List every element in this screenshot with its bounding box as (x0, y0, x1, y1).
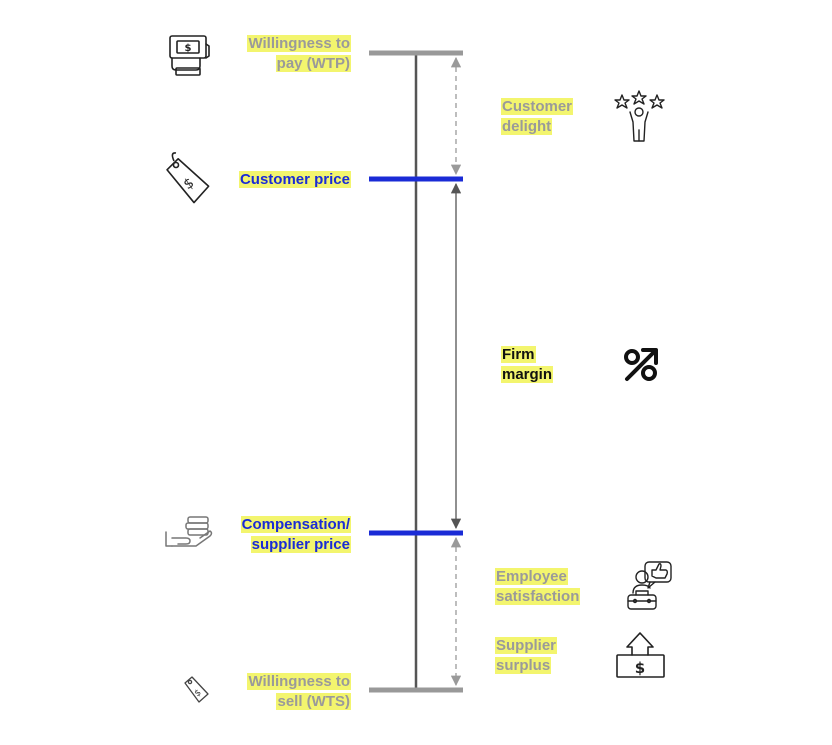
coins-in-hand-icon (165, 516, 213, 547)
customer-delight-label-line1: Customer (501, 98, 574, 115)
firm-margin-label-line2: margin (501, 366, 554, 383)
svg-text:$: $ (193, 688, 203, 699)
wtp-label-line2: pay (WTP) (275, 55, 351, 72)
supplier-surplus-label: Supplier surplus (495, 636, 558, 676)
small-price-tag-icon: $ (184, 676, 209, 703)
compensation-label-line2: supplier price (250, 536, 351, 553)
wtp-label-line1: Willingness to (247, 35, 351, 52)
svg-text:$: $ (635, 659, 645, 677)
cash-in-hand-icon: $ (169, 35, 210, 76)
compensation-label-line1: Compensation/ (240, 516, 351, 533)
employee-satisfaction-label: Employee satisfaction (495, 567, 581, 607)
employee-satisfaction-label-line2: satisfaction (495, 588, 581, 605)
customer-delight-label-line2: delight (501, 118, 553, 135)
wts-label-line1: Willingness to (247, 673, 351, 690)
firm-margin-label: Firm margin (501, 345, 554, 385)
wtp-label: Willingness to pay (WTP) (214, 34, 351, 74)
price-tag-icon: $ (166, 152, 210, 204)
employee-satisfaction-label-line1: Employee (495, 568, 568, 585)
customer-price-label-line1: Customer price (238, 171, 351, 188)
supplier-surplus-label-line1: Supplier (495, 637, 558, 654)
percent-arrow-icon (624, 348, 658, 381)
customer-delight-label: Customer delight (501, 97, 574, 137)
person-with-stars-icon (614, 90, 665, 142)
compensation-label: Compensation/ supplier price (214, 515, 351, 555)
wts-label: Willingness to sell (WTS) (214, 672, 351, 712)
dollar-box-arrow-up-icon: $ (616, 632, 665, 678)
supplier-surplus-label-line2: surplus (495, 657, 552, 674)
svg-text:$: $ (185, 43, 192, 54)
customer-price-label: Customer price (214, 170, 351, 190)
employee-thumbs-up-icon (627, 561, 672, 610)
firm-margin-label-line1: Firm (501, 346, 536, 363)
wts-label-line2: sell (WTS) (276, 693, 351, 710)
